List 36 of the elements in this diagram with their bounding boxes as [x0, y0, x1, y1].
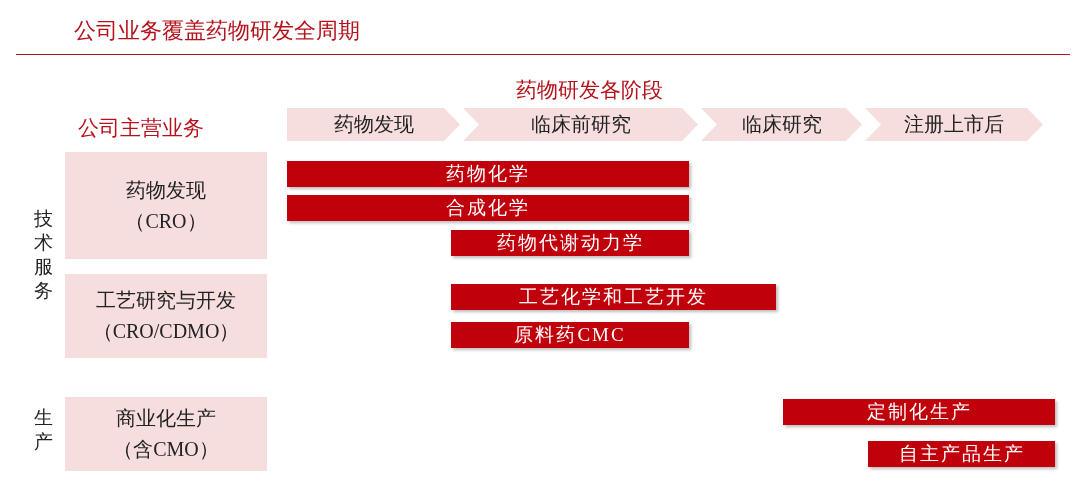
business-box [65, 397, 267, 471]
stage-label: 注册上市后 [904, 112, 1004, 137]
bar-label: 合成化学 [446, 196, 530, 220]
service-bar [868, 441, 1055, 467]
bar-label: 原料药CMC [514, 323, 626, 347]
service-bar [451, 284, 776, 310]
stage-header [287, 108, 460, 141]
business-box [65, 152, 267, 259]
box-text: 商业化生产 [116, 406, 216, 431]
bar-label: 药物化学 [446, 162, 530, 186]
box-text: （CRO/CDMO） [92, 319, 240, 344]
stage-header [701, 108, 862, 141]
bar-label: 药物代谢动力学 [496, 231, 644, 255]
stage-header [463, 108, 698, 141]
bar-label: 自主产品生产 [898, 442, 1025, 466]
service-bar [783, 399, 1055, 425]
heading: 药物研发各阶段 [516, 77, 663, 104]
box-text: （CRO） [125, 208, 207, 234]
stage-label: 临床研究 [741, 112, 822, 137]
service-bar [287, 195, 689, 221]
service-bar [451, 230, 689, 256]
box-text: （含CMO） [113, 437, 219, 462]
box-text: 工艺研究与开发 [96, 288, 236, 313]
box-text: 药物发现 [126, 177, 206, 203]
group-label: 生产 [34, 406, 54, 454]
business-box [65, 274, 267, 358]
heading: 公司主营业务 [78, 115, 204, 142]
service-bar [451, 322, 689, 348]
title: 公司业务覆盖药物研发全周期 [74, 17, 360, 45]
stage-label: 药物发现 [333, 112, 414, 137]
bar-label: 定制化生产 [866, 400, 972, 424]
service-bar [287, 161, 689, 187]
bar-label: 工艺化学和工艺开发 [519, 285, 708, 309]
stage-label: 临床前研究 [530, 112, 631, 137]
stage-header [865, 108, 1043, 141]
group-label: 技术服务 [34, 207, 54, 303]
